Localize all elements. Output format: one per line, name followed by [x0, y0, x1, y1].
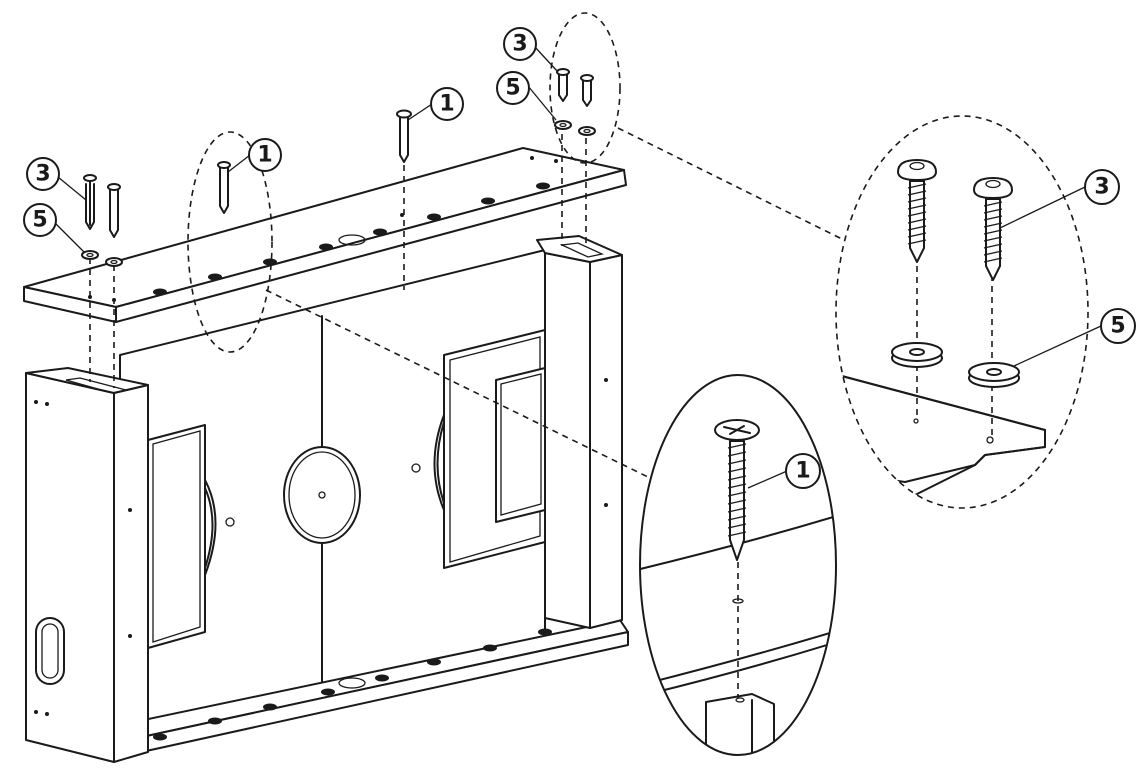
main-fasteners: [81, 12, 849, 479]
screw-icon: [107, 183, 121, 238]
svg-text:1: 1: [439, 92, 454, 117]
cabinet-body: [25, 235, 629, 763]
detail-view-bottom: [639, 374, 837, 756]
callout-6: 5: [496, 71, 530, 105]
washer-icon: [968, 362, 1020, 388]
callout-9: 1: [785, 453, 821, 489]
screw-icon: [714, 419, 760, 561]
screw-icon: [556, 68, 594, 107]
svg-text:5: 5: [1110, 314, 1125, 339]
callout-5: 3: [503, 27, 537, 61]
detail-zone-right: [549, 12, 621, 164]
callout-3: 1: [248, 138, 282, 172]
screw-icon: [897, 159, 937, 263]
callout-1: 3: [26, 157, 60, 191]
detail-view-right: [835, 115, 1089, 509]
callout-4: 1: [430, 87, 464, 121]
svg-text:1: 1: [795, 459, 810, 484]
svg-text:3: 3: [1094, 175, 1109, 200]
callout-7: 3: [1084, 169, 1120, 205]
washer-icon: [891, 342, 943, 368]
washer-icon: [81, 250, 123, 267]
screw-icon: [973, 177, 1013, 281]
top-shelf: [23, 147, 627, 323]
svg-text:5: 5: [32, 208, 47, 233]
screw-icon: [83, 174, 97, 230]
screw-icon: [396, 109, 412, 163]
detail-zone-left: [187, 131, 273, 353]
svg-text:1: 1: [257, 143, 272, 168]
svg-text:3: 3: [512, 32, 527, 57]
screw-icon: [217, 161, 231, 214]
callout-leaders: [53, 45, 1102, 489]
svg-text:3: 3: [35, 162, 50, 187]
svg-text:5: 5: [505, 76, 520, 101]
callout-2: 5: [23, 203, 57, 237]
callout-8: 5: [1100, 308, 1136, 344]
washer-icon: [554, 120, 596, 136]
